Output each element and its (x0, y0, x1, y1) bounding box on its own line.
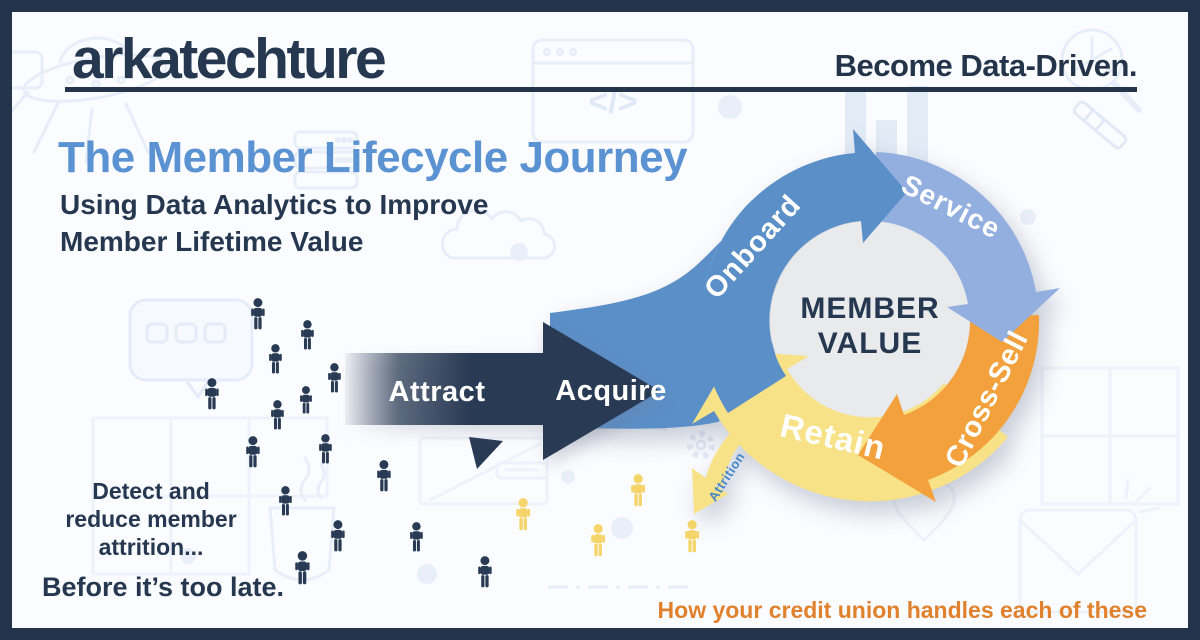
envelope-doodle (1018, 478, 1160, 614)
person-icon (328, 363, 341, 393)
dot-doodle (718, 95, 742, 119)
attract-label: Attract (389, 376, 486, 408)
cloud-doodle (440, 208, 557, 260)
dot-doodle (1020, 209, 1036, 225)
grid-doodle-right (1040, 366, 1180, 506)
person-icon (631, 474, 646, 507)
pencil-doodle (1072, 100, 1128, 150)
member-value-circle (770, 221, 970, 421)
person-icon (319, 434, 332, 464)
person-icon (269, 344, 282, 374)
dot-doodle (510, 243, 528, 261)
brand-tagline: Become Data-Driven. (834, 48, 1138, 83)
person-icon (410, 522, 423, 552)
page-subtitle-line2: Member Lifetime Value (60, 226, 364, 257)
onboard-arc (700, 129, 907, 413)
attrition-callout: Detect and reduce member attrition... (38, 477, 264, 561)
person-icon (301, 320, 314, 350)
person-icon (300, 386, 312, 414)
speech-bubble-doodle (128, 298, 254, 399)
acquire-label: Acquire (555, 375, 666, 407)
cross-sell-arc (858, 315, 1040, 502)
attrition-arrow (705, 420, 754, 486)
brand-logo: arkatechture (72, 27, 387, 91)
too-late-warning: Before it’s too late. (42, 572, 285, 602)
page-subtitle-line1: Using Data Analytics to Improve (60, 189, 489, 220)
footer-note: How your credit union handles each of th… (657, 597, 1147, 623)
person-icon (279, 486, 292, 516)
page-title: The Member Lifecycle Journey (58, 133, 688, 182)
person-icon (478, 556, 492, 588)
attrition-people (516, 474, 700, 557)
dot-doodle (180, 548, 196, 564)
header-divider (65, 87, 1137, 92)
service-arc (873, 152, 1060, 342)
person-icon (685, 520, 700, 553)
callout-line2: reduce member (65, 506, 237, 532)
member-value-line2: VALUE (818, 327, 922, 360)
member-value-line1: MEMBER (800, 292, 939, 325)
paper-corner-icon (469, 437, 503, 469)
dot-doodle (417, 564, 437, 584)
dot-doodle (611, 517, 633, 539)
dot-doodle (561, 470, 575, 484)
server-doodle (293, 130, 359, 190)
attrition-arrowhead (692, 468, 728, 514)
square-doodle (4, 50, 44, 90)
callout-line1: Detect and (92, 478, 210, 504)
callout-line3: attrition... (98, 534, 204, 560)
attract-arrow (345, 322, 660, 460)
person-icon (271, 400, 284, 430)
photo-frame-doodle (418, 436, 549, 506)
person-icon (377, 460, 391, 492)
person-icon (591, 524, 606, 557)
